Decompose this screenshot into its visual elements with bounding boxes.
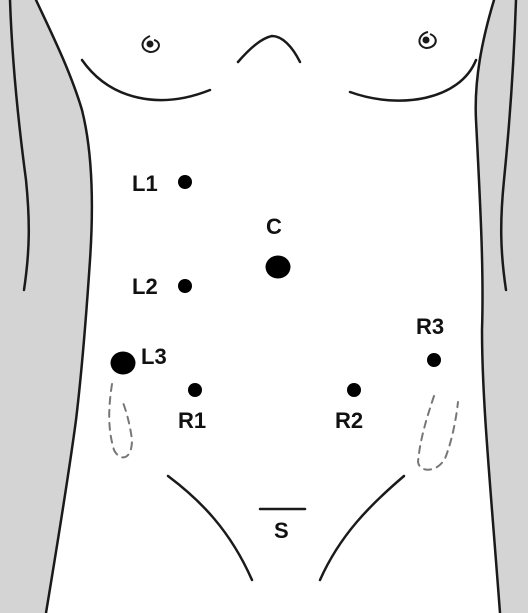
left-groin-line (168, 476, 252, 580)
right-inguinal-dashed-curve (418, 396, 458, 470)
port-marker-C (266, 256, 291, 279)
marker-label-C: C (266, 216, 282, 238)
port-marker-L2 (178, 279, 192, 293)
marker-label-R2: R2 (335, 410, 363, 432)
marker-label-R3: R3 (416, 316, 444, 338)
symphysis-label: S (274, 520, 289, 542)
marker-label-L1: L1 (132, 173, 158, 195)
port-marker-R3 (427, 353, 441, 367)
marker-label-L2: L2 (132, 276, 158, 298)
sternum-notch (238, 36, 300, 62)
left-chest-contour (82, 60, 210, 100)
left-background-panel (0, 0, 92, 613)
port-marker-R2 (347, 383, 361, 397)
right-groin-line (320, 476, 404, 580)
port-marker-R1 (188, 383, 202, 397)
port-marker-L3 (111, 352, 136, 375)
marker-label-L3: L3 (141, 346, 167, 368)
right-nipple-dot-icon (424, 38, 429, 43)
right-chest-contour (350, 60, 476, 101)
left-inguinal-dashed-curve (109, 384, 132, 457)
marker-label-R1: R1 (178, 410, 206, 432)
left-nipple-dot-icon (148, 42, 153, 47)
port-marker-L1 (178, 175, 192, 189)
